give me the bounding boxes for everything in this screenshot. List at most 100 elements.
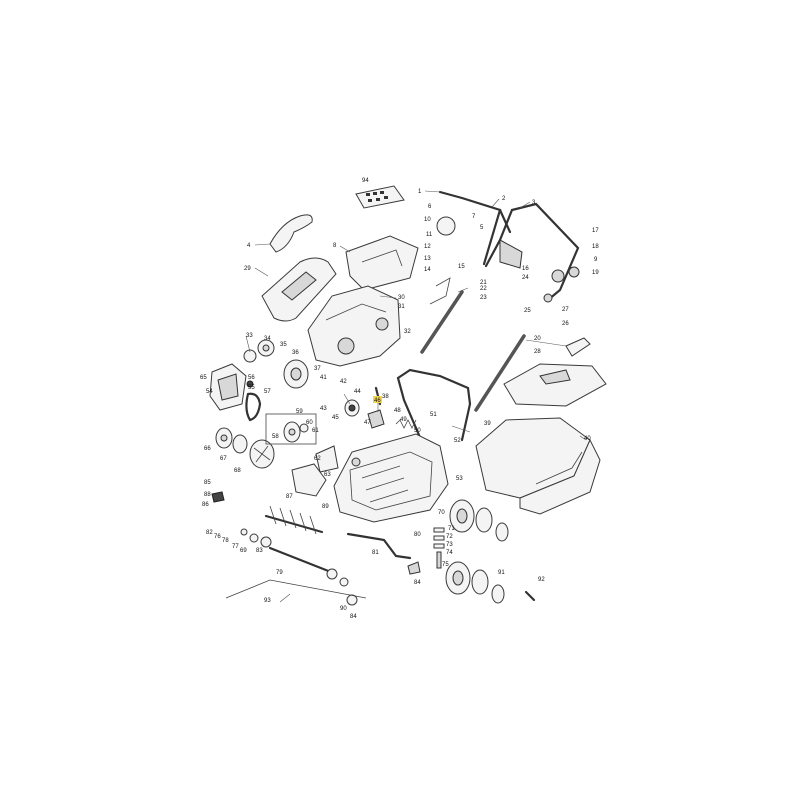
- callout-45: 45: [332, 415, 339, 421]
- callout-5: 5: [480, 225, 484, 231]
- part-shaft-bearings: [240, 528, 358, 606]
- callout-54: 54: [206, 389, 213, 395]
- callout-46: 46: [374, 398, 381, 404]
- callout-93: 93: [264, 598, 271, 604]
- callout-42: 42: [340, 379, 347, 385]
- callout-59: 59: [296, 409, 303, 415]
- callout-4: 4: [247, 243, 251, 249]
- part-60-washer: [299, 423, 309, 433]
- part-87-rotor: [264, 505, 324, 535]
- callout-86: 86: [202, 502, 209, 508]
- callout-20: 20: [534, 336, 541, 342]
- part-66-wheel: [215, 427, 233, 449]
- callout-82: 82: [206, 530, 213, 536]
- callout-labels: 94 1 2 3 6 7 10 5 11 17 4 8 12 18 13 9 1…: [200, 178, 599, 620]
- callout-16: 16: [522, 266, 529, 272]
- callout-30: 30: [398, 295, 405, 301]
- callout-6: 6: [428, 204, 432, 210]
- callout-39: 39: [484, 421, 491, 427]
- part-83-plate: [407, 561, 421, 575]
- callout-41: 41: [320, 375, 327, 381]
- callout-32: 32: [404, 329, 411, 335]
- callout-2: 2: [502, 196, 506, 202]
- part-39-grassbox: [475, 417, 601, 515]
- callout-22: 22: [480, 286, 487, 292]
- part-94-screw-bag: [355, 185, 405, 209]
- part-59-gear: [283, 421, 301, 443]
- callout-84b: 84: [350, 614, 357, 620]
- callout-8: 8: [333, 243, 337, 249]
- callout-83: 83: [256, 548, 263, 554]
- callout-91: 91: [498, 570, 505, 576]
- callout-55: 55: [248, 385, 255, 391]
- callout-69: 69: [240, 548, 247, 554]
- callout-70: 70: [438, 510, 445, 516]
- callout-24: 24: [522, 275, 529, 281]
- callout-90: 90: [340, 606, 347, 612]
- leader-lines: [245, 190, 587, 603]
- callout-88: 88: [204, 492, 211, 498]
- part-57-belt: [245, 392, 262, 422]
- part-34-pulley: [257, 339, 275, 357]
- callout-67: 67: [220, 456, 227, 462]
- callout-92: 92: [538, 577, 545, 583]
- callout-29: 29: [244, 266, 251, 272]
- callout-18: 18: [592, 244, 599, 250]
- callout-56: 56: [248, 375, 255, 381]
- callout-52: 52: [454, 438, 461, 444]
- part-44-bearing: [344, 399, 360, 417]
- callout-11: 11: [426, 232, 433, 238]
- callout-47: 47: [364, 420, 371, 426]
- callout-81: 81: [372, 550, 379, 556]
- part-handle-assembly: [420, 190, 580, 412]
- part-20-grip: [565, 337, 591, 357]
- callout-60: 60: [306, 420, 313, 426]
- part-93-bracket-line: [225, 579, 367, 599]
- callout-27: 27: [562, 307, 569, 313]
- part-68-wheel: [249, 439, 275, 469]
- part-4-cover: [269, 214, 313, 253]
- callout-31: 31: [398, 304, 405, 310]
- callout-15: 15: [458, 264, 465, 270]
- part-55-motor: [209, 363, 254, 411]
- callout-35: 35: [280, 342, 287, 348]
- part-deck: [333, 433, 449, 523]
- part-36-wheel: [283, 359, 309, 389]
- callout-25: 25: [524, 308, 531, 314]
- part-89-motor-cover: [291, 463, 327, 497]
- callout-53: 53: [456, 476, 463, 482]
- callout-79: 79: [276, 570, 283, 576]
- callout-68: 68: [234, 468, 241, 474]
- callout-62: 62: [314, 456, 321, 462]
- callout-1: 1: [418, 189, 422, 195]
- callout-87: 87: [286, 494, 293, 500]
- callout-66: 66: [204, 446, 211, 452]
- callout-57: 57: [264, 389, 271, 395]
- callout-28: 28: [534, 349, 541, 355]
- part-50-spring: [395, 419, 417, 429]
- part-28-lid: [503, 363, 607, 407]
- callout-48: 48: [394, 408, 401, 414]
- callout-37: 37: [314, 366, 321, 372]
- part-70-wheel: [449, 499, 509, 542]
- callout-71: 71: [448, 526, 455, 532]
- callout-13: 13: [424, 256, 431, 262]
- callout-63: 63: [324, 472, 331, 478]
- callout-74: 74: [446, 550, 453, 556]
- callout-34: 34: [264, 336, 271, 342]
- callout-89: 89: [322, 504, 329, 510]
- callout-10: 10: [424, 217, 431, 223]
- callout-14: 14: [424, 267, 431, 273]
- callout-46-highlight: [373, 396, 382, 403]
- callout-9: 9: [594, 257, 598, 263]
- callout-65: 65: [200, 375, 207, 381]
- part-79-shaft: [268, 546, 338, 576]
- part-64-cover: [315, 445, 339, 473]
- callout-33: 33: [246, 333, 253, 339]
- part-92-pin: [524, 590, 536, 602]
- callout-40: 40: [584, 436, 591, 442]
- part-33-pulley: [243, 349, 257, 363]
- part-81-axle: [346, 532, 412, 560]
- callout-17: 17: [592, 228, 599, 234]
